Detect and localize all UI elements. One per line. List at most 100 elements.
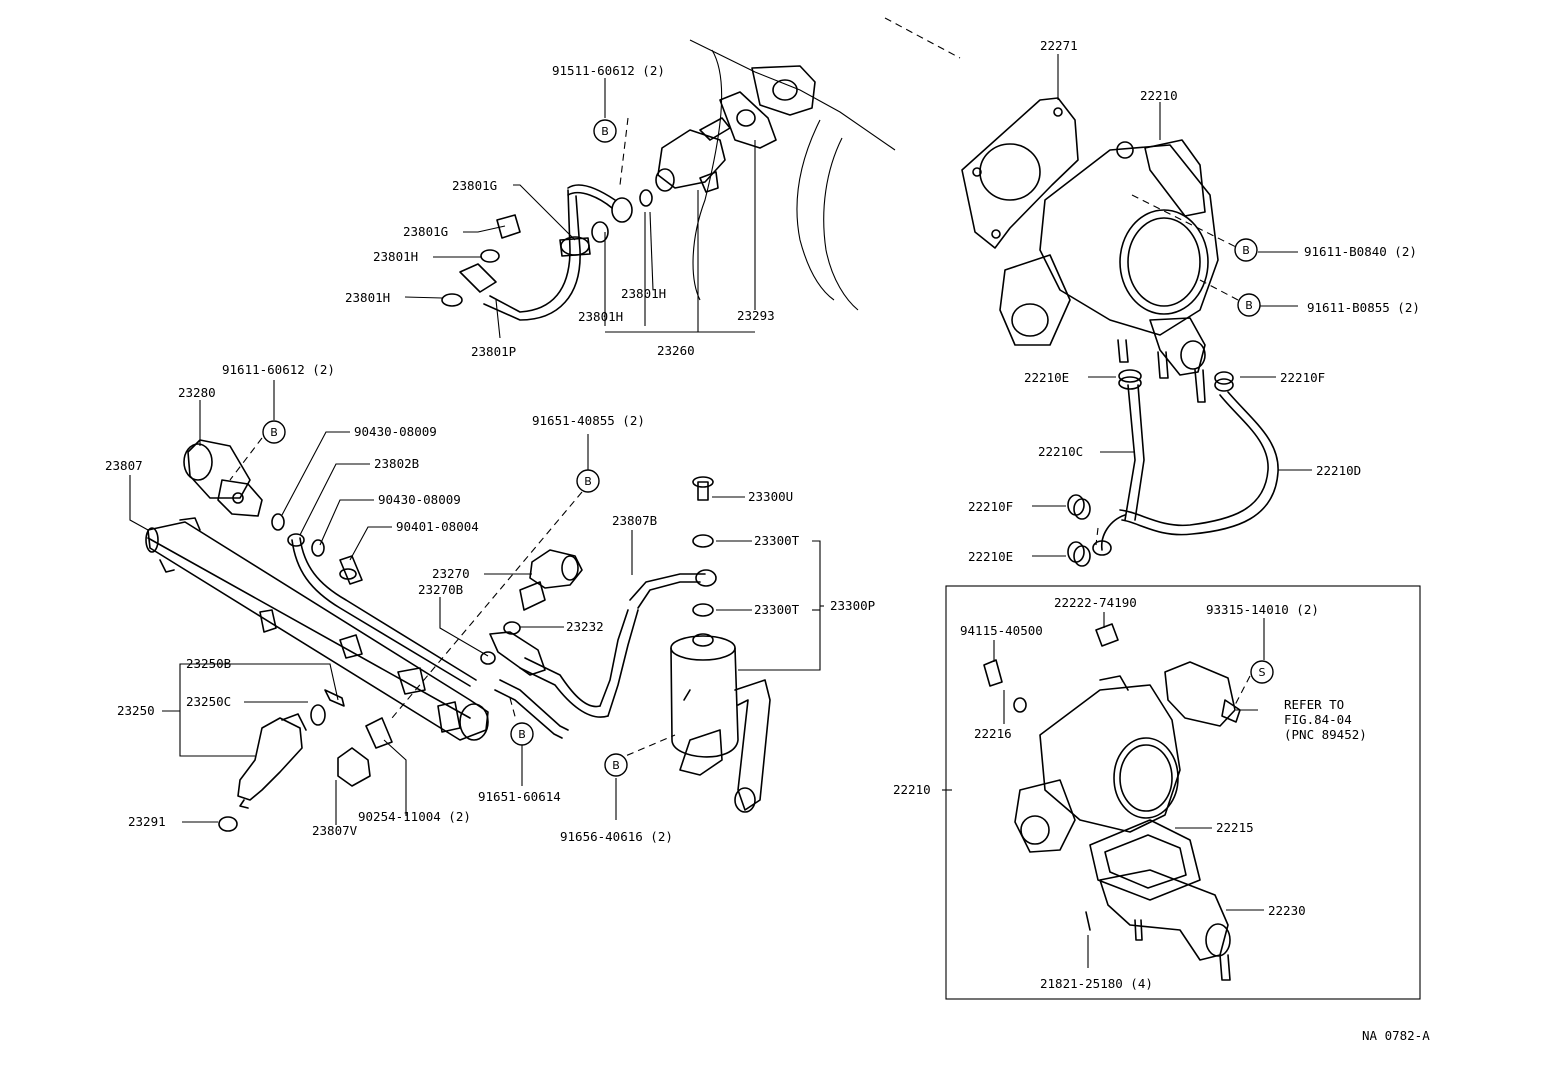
label-23232: 23232 bbox=[566, 619, 604, 634]
label-23300t-b: 23300T bbox=[754, 602, 800, 617]
label-refer-pnc: (PNC 89452) bbox=[1284, 727, 1367, 742]
hose-clamp-22210f-a bbox=[1214, 371, 1234, 392]
callout-s-1: S bbox=[1250, 660, 1274, 684]
isc-valve bbox=[639, 65, 816, 207]
label-23260: 23260 bbox=[657, 343, 695, 358]
delivery-pipe-23807 bbox=[145, 517, 489, 741]
pulsation-damper-23280 bbox=[183, 439, 263, 517]
label-22210e-a: 22210E bbox=[1024, 370, 1069, 385]
return-pipe-23807b bbox=[480, 569, 717, 739]
label-22230: 22230 bbox=[1268, 903, 1306, 918]
label-91656-40616: 91656-40616 (2) bbox=[560, 829, 673, 844]
label-93315-14010: 93315-14010 (2) bbox=[1206, 602, 1319, 617]
throttle-body-assembly-box bbox=[945, 585, 1421, 1000]
engine-outline bbox=[689, 17, 961, 311]
label-22210e-b: 22210E bbox=[968, 549, 1013, 564]
hose-clamp-22210f-b bbox=[1067, 494, 1091, 520]
fuel-injector-23250 bbox=[218, 689, 345, 832]
svg-text:S: S bbox=[1259, 666, 1266, 679]
label-22210d: 22210D bbox=[1316, 463, 1361, 478]
label-refer-to: REFER TO bbox=[1284, 697, 1344, 712]
label-refer-fig: FIG.84-04 bbox=[1284, 712, 1352, 727]
label-23801h-c: 23801H bbox=[621, 286, 666, 301]
diagram-code: NA 0782-A bbox=[1362, 1028, 1430, 1043]
callout-b-4: B bbox=[262, 420, 286, 444]
svg-text:B: B bbox=[584, 475, 592, 488]
label-22210f-b: 22210F bbox=[968, 499, 1013, 514]
svg-text:B: B bbox=[601, 125, 609, 138]
label-23807b: 23807B bbox=[612, 513, 657, 528]
part-labels: 91511-60612 (2) 23801G 23801G 23801H 238… bbox=[105, 38, 1430, 1043]
label-23300u: 23300U bbox=[748, 489, 793, 504]
water-hoses bbox=[1067, 369, 1279, 567]
callout-b-7: B bbox=[604, 753, 628, 777]
label-90254-11004: 90254-11004 (2) bbox=[358, 809, 471, 824]
leader-lines bbox=[129, 54, 1312, 968]
fuel-pipe-23802b bbox=[287, 533, 477, 687]
callout-b-5: B bbox=[576, 469, 600, 493]
svg-text:B: B bbox=[1242, 244, 1250, 257]
label-91651-40855: 91651-40855 (2) bbox=[532, 413, 645, 428]
label-23802b: 23802B bbox=[374, 456, 419, 471]
label-23801h-d: 23801H bbox=[578, 309, 623, 324]
label-91511-60612: 91511-60612 (2) bbox=[552, 63, 665, 78]
insulators-23807v bbox=[337, 717, 393, 787]
label-23801p: 23801P bbox=[471, 344, 516, 359]
label-22222-74190: 22222-74190 bbox=[1054, 595, 1137, 610]
label-23300t-a: 23300T bbox=[754, 533, 800, 548]
label-23801g-b: 23801G bbox=[403, 224, 448, 239]
svg-text:B: B bbox=[612, 759, 620, 772]
label-23250c: 23250C bbox=[186, 694, 231, 709]
label-23291: 23291 bbox=[128, 814, 166, 829]
dashed-connectors bbox=[229, 117, 1251, 761]
label-23250: 23250 bbox=[117, 703, 155, 718]
label-90430-08009-a: 90430-08009 bbox=[354, 424, 437, 439]
label-91611-b0855: 91611-B0855 (2) bbox=[1307, 300, 1420, 315]
throttle-body-top-22210 bbox=[999, 139, 1219, 403]
throttle-body-box-22210 bbox=[1014, 675, 1181, 853]
throttle-body-gasket-22271 bbox=[961, 97, 1079, 249]
label-23250b: 23250B bbox=[186, 656, 231, 671]
label-22210-top: 22210 bbox=[1140, 88, 1178, 103]
throttle-sensor-89452 bbox=[1164, 661, 1241, 727]
label-22215: 22215 bbox=[1216, 820, 1254, 835]
label-91611-b0840: 91611-B0840 (2) bbox=[1304, 244, 1417, 259]
label-22210-box: 22210 bbox=[893, 782, 931, 797]
label-23807: 23807 bbox=[105, 458, 143, 473]
callout-b-6: B bbox=[510, 722, 534, 746]
callout-b-2: B bbox=[1234, 238, 1258, 262]
small-parts-box bbox=[983, 623, 1119, 931]
label-90401-08004: 90401-08004 bbox=[396, 519, 479, 534]
bypass-pipe-23801p bbox=[441, 184, 633, 321]
svg-text:B: B bbox=[270, 426, 278, 439]
callout-b-3: B bbox=[1237, 293, 1261, 317]
label-23270: 23270 bbox=[432, 566, 470, 581]
label-94115-40500: 94115-40500 bbox=[960, 623, 1043, 638]
callout-b-1: B bbox=[593, 119, 617, 143]
small-parts-left bbox=[271, 513, 363, 585]
label-23280: 23280 bbox=[178, 385, 216, 400]
label-91611-60612: 91611-60612 (2) bbox=[222, 362, 335, 377]
hose-clamp-22210e-b bbox=[1067, 540, 1112, 567]
label-22210f-a: 22210F bbox=[1280, 370, 1325, 385]
idle-air-control-22230 bbox=[1099, 869, 1231, 981]
label-23801h-a: 23801H bbox=[373, 249, 418, 264]
label-23293: 23293 bbox=[737, 308, 775, 323]
label-23801h-b: 23801H bbox=[345, 290, 390, 305]
label-22210c: 22210C bbox=[1038, 444, 1083, 459]
label-22271: 22271 bbox=[1040, 38, 1078, 53]
hose-clamp-22210e-a bbox=[1118, 369, 1142, 390]
gasket-22215 bbox=[1089, 819, 1201, 901]
svg-text:B: B bbox=[518, 728, 526, 741]
label-23807v: 23807V bbox=[312, 823, 358, 838]
label-21821-25180: 21821-25180 (4) bbox=[1040, 976, 1153, 991]
svg-text:B: B bbox=[1245, 299, 1253, 312]
label-23801g-a: 23801G bbox=[452, 178, 497, 193]
label-23270b: 23270B bbox=[418, 582, 463, 597]
label-22216: 22216 bbox=[974, 726, 1012, 741]
label-90430-08009-b: 90430-08009 bbox=[378, 492, 461, 507]
label-23300p: 23300P bbox=[830, 598, 875, 613]
label-91651-60614: 91651-60614 bbox=[478, 789, 561, 804]
pressure-regulator-23300p bbox=[670, 476, 771, 813]
